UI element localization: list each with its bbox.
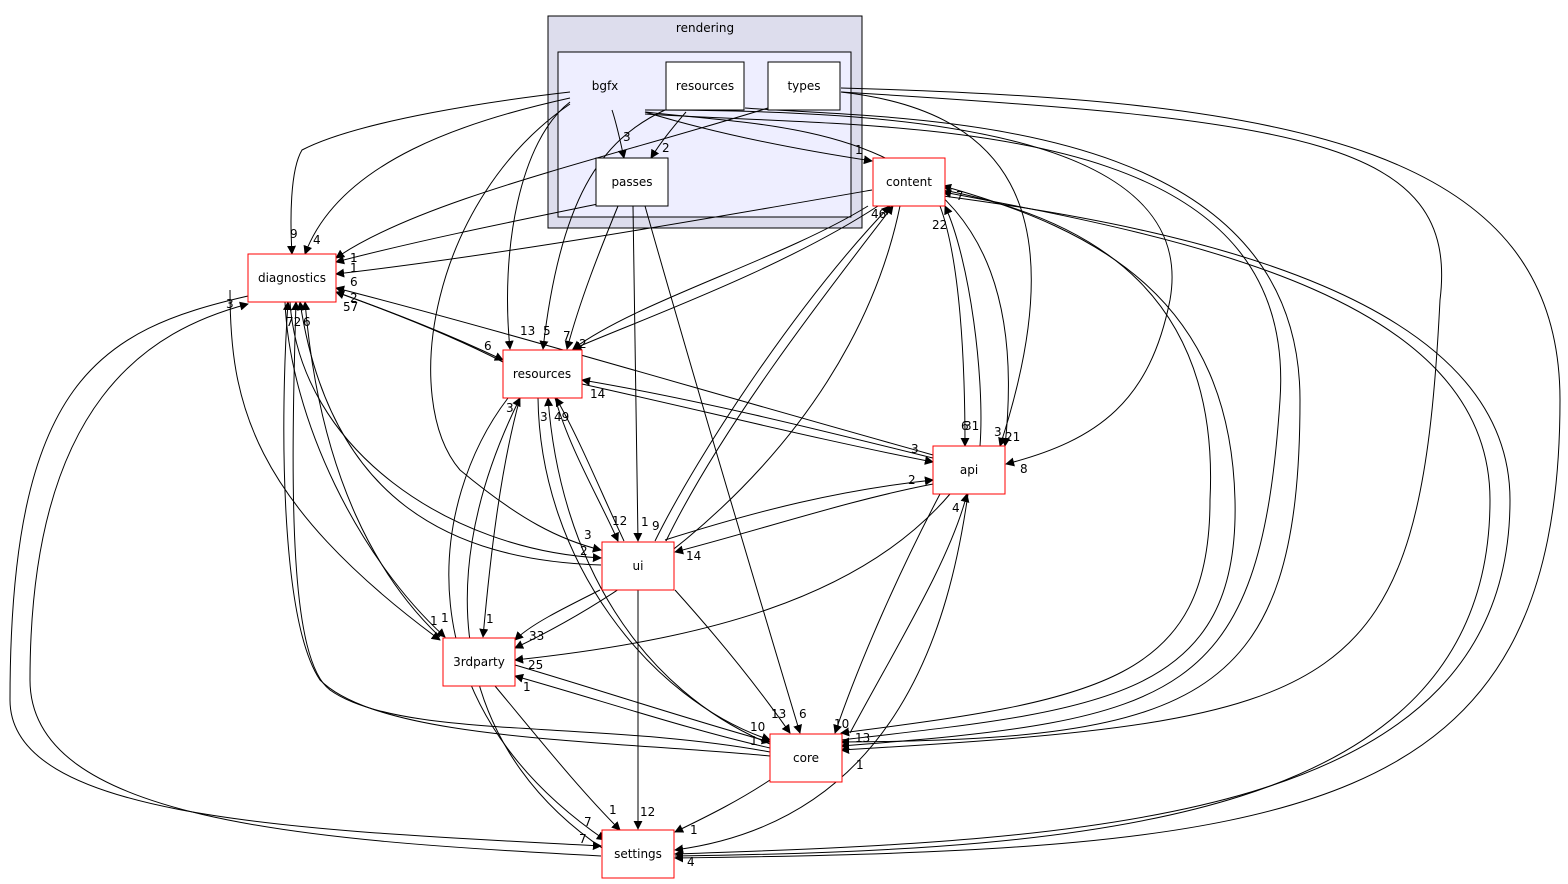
edge-label: 10	[750, 720, 765, 734]
edge-label: 9	[652, 519, 660, 533]
edges	[9, 87, 1561, 863]
edge-label: 2	[908, 473, 916, 487]
node-core-label: core	[793, 751, 819, 765]
node-resources-sub-label: resources	[676, 79, 734, 93]
edge-label: 25	[528, 658, 543, 672]
edge-label: 12	[612, 514, 627, 528]
edge-label: 49	[554, 410, 569, 424]
edge-label: 3	[226, 297, 234, 311]
edge-label: 7	[563, 329, 571, 343]
node-3rdparty[interactable]: 3rdparty	[442, 637, 516, 687]
edge-label: 3	[506, 401, 514, 415]
node-content-label: content	[886, 175, 932, 189]
edge-label: 2	[579, 337, 587, 351]
node-passes-label: passes	[611, 175, 652, 189]
edge-label: 72	[286, 315, 301, 329]
edge-label: 2	[662, 141, 670, 155]
node-resources-label: resources	[513, 367, 571, 381]
edge-label: 13	[520, 324, 535, 338]
edge-label: 14	[686, 549, 701, 563]
edge-label: 22	[932, 218, 947, 232]
edge-label: 1	[430, 614, 438, 628]
edge-label: 1	[441, 611, 449, 625]
node-types-label: types	[787, 79, 820, 93]
node-settings[interactable]: settings	[601, 829, 675, 879]
node-api[interactable]: api	[932, 445, 1006, 495]
edge-label: 9	[290, 227, 298, 241]
edge-label: 6	[799, 707, 807, 721]
edge-label: 3	[994, 425, 1002, 439]
node-diagnostics[interactable]: diagnostics	[247, 253, 337, 303]
edge-label: 57	[343, 300, 358, 314]
node-ui[interactable]: ui	[601, 541, 675, 591]
cluster-rendering-label: rendering	[676, 21, 734, 35]
edge-label: 1	[855, 143, 863, 157]
edge-label: 1	[856, 758, 864, 772]
edge-label: 10	[834, 717, 849, 731]
edge-label: 6	[303, 315, 311, 329]
edge-label: 3	[540, 410, 548, 424]
edge-label: 3	[623, 130, 631, 144]
edge-label: 7	[584, 815, 592, 829]
node-3rdparty-label: 3rdparty	[453, 655, 505, 669]
node-diagnostics-label: diagnostics	[258, 271, 326, 285]
edge-label: 6	[350, 275, 358, 289]
node-api-label: api	[960, 463, 978, 477]
edge-label: 31	[964, 419, 979, 433]
edge-label: 2	[580, 544, 588, 558]
edge-label: 2	[350, 291, 358, 305]
edge-label: 6	[961, 419, 969, 433]
edge-labels: 3 2 1 9 4 1 1 6 2 57 3 72 6 13 5 7 2 6 1…	[226, 130, 1028, 869]
edge-label: 1	[486, 612, 494, 626]
edge-label: 8	[1020, 462, 1028, 476]
node-core[interactable]: core	[769, 733, 843, 783]
edge-label: 1	[350, 251, 358, 265]
node-content[interactable]: content	[872, 157, 946, 207]
node-resources-sub[interactable]: resources	[665, 61, 745, 111]
edge-label: 14	[590, 387, 605, 401]
node-settings-label: settings	[614, 847, 662, 861]
edge-label: 1	[609, 803, 617, 817]
edge-label: 1	[750, 734, 758, 748]
node-resources[interactable]: resources	[502, 349, 583, 399]
edge-label: 21	[1005, 430, 1020, 444]
edge-label: 3	[911, 442, 919, 456]
edge-label: 4	[313, 233, 321, 247]
edge-label: 1	[350, 261, 358, 275]
edge-label: 7	[579, 832, 587, 846]
edge-label: 7	[956, 189, 964, 203]
edge-label: 46	[871, 207, 886, 221]
edge-label: 4	[952, 501, 960, 515]
cluster-bgfx-label: bgfx	[592, 79, 619, 93]
edge-label: 33	[529, 629, 544, 643]
edge-label: 3	[584, 528, 592, 542]
node-ui-label: ui	[633, 559, 644, 573]
edge-label: 13	[771, 707, 786, 721]
edge-label: 1	[690, 823, 698, 837]
edge-label: 1	[523, 680, 531, 694]
edge-label: 12	[640, 805, 655, 819]
edge-label: 4	[687, 855, 695, 869]
edge-label: 6	[484, 339, 492, 353]
edge-label: 1	[641, 515, 649, 529]
node-types[interactable]: types	[767, 61, 841, 111]
edge-label: 5	[543, 324, 551, 338]
edge-label: 13	[855, 731, 870, 745]
node-passes[interactable]: passes	[595, 157, 669, 207]
